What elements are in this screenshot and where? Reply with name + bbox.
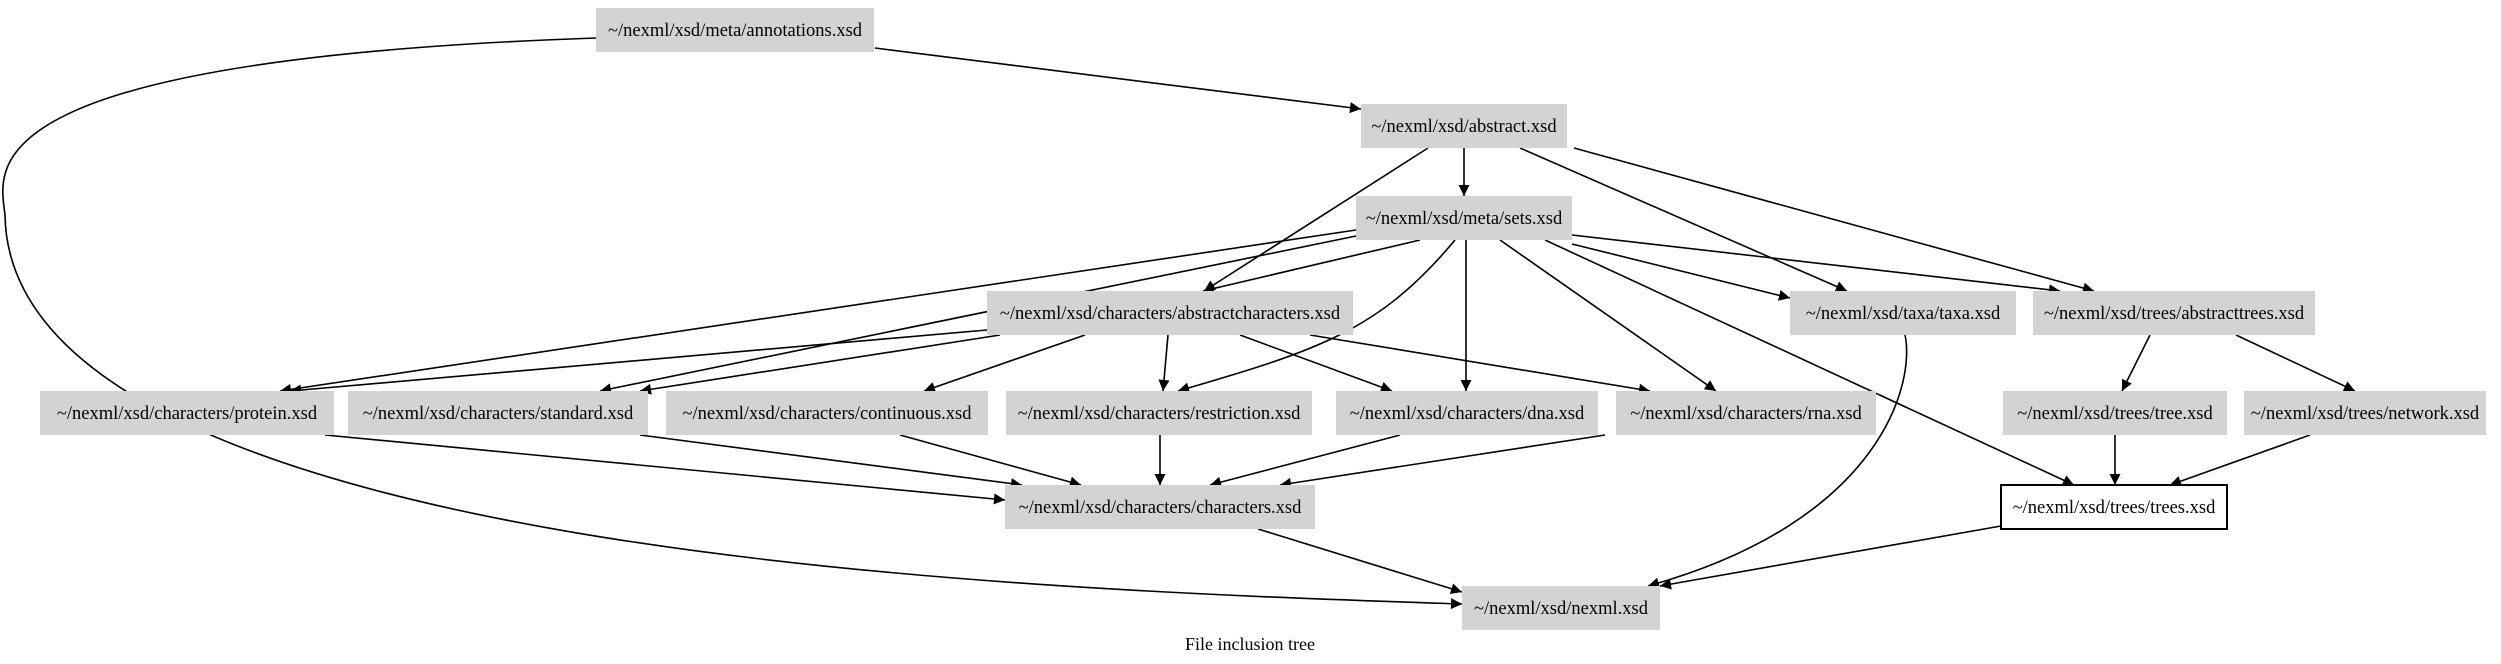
node-label-continuous: ~/nexml/xsd/characters/continuous.xsd <box>683 404 973 424</box>
node-box-nexml <box>1462 586 1660 630</box>
node-box-trees <box>2000 484 2228 530</box>
edge-trees-to-nexml <box>1659 525 2002 590</box>
node-box-continuous <box>666 391 988 435</box>
node-label-characters: ~/nexml/xsd/characters/characters.xsd <box>1019 498 1303 518</box>
node-rna: ~/nexml/xsd/characters/rna.xsd <box>1616 391 1876 435</box>
edge-continuous-to-characters <box>899 434 1082 488</box>
node-box-rna <box>1616 391 1876 435</box>
node-label-trees: ~/nexml/xsd/trees/trees.xsd <box>2013 498 2216 518</box>
node-standard: ~/nexml/xsd/characters/standard.xsd <box>348 391 648 435</box>
node-abstract: ~/nexml/xsd/abstract.xsd <box>1361 104 1567 148</box>
edge-rna-to-characters <box>1279 434 1606 489</box>
edge-abstract-to-taxa <box>1519 147 1848 292</box>
edge-sets-to-taxa <box>1571 243 1791 301</box>
node-network: ~/nexml/xsd/trees/network.xsd <box>2244 391 2486 435</box>
edge-sets-to-rna <box>1499 239 1717 392</box>
edge-abstractcharacters-to-standard <box>639 334 1001 395</box>
edge-sets-to-standard <box>599 235 1357 395</box>
node-tree: ~/nexml/xsd/trees/tree.xsd <box>2003 391 2227 435</box>
edge-sets-to-trees <box>1544 239 2075 486</box>
node-label-abstracttrees: ~/nexml/xsd/trees/abstracttrees.xsd <box>2044 304 2305 324</box>
edge-abstractcharacters-to-rna <box>1309 334 1651 395</box>
node-box-sets <box>1356 196 1572 240</box>
node-box-network <box>2244 391 2486 435</box>
edge-annotations-to-nexml <box>1 37 1463 610</box>
edge-taxa-to-nexml <box>1647 334 1908 589</box>
node-label-rna: ~/nexml/xsd/characters/rna.xsd <box>1630 404 1862 424</box>
edge-characters-to-nexml <box>1257 528 1463 595</box>
node-box-dna <box>1336 391 1598 435</box>
edge-abstractcharacters-to-protein <box>289 329 988 396</box>
node-abstracttrees: ~/nexml/xsd/trees/abstracttrees.xsd <box>2033 291 2315 335</box>
node-protein: ~/nexml/xsd/characters/protein.xsd <box>40 391 334 435</box>
node-restriction: ~/nexml/xsd/characters/restriction.xsd <box>1006 391 1312 435</box>
node-abstractcharacters: ~/nexml/xsd/characters/abstractcharacter… <box>987 291 1353 335</box>
node-characters: ~/nexml/xsd/characters/characters.xsd <box>1005 485 1315 529</box>
edge-abstract-to-abstractcharacters <box>1203 147 1429 292</box>
edge-abstract-to-abstracttrees <box>1573 147 2095 294</box>
node-taxa: ~/nexml/xsd/taxa/taxa.xsd <box>1790 291 2016 335</box>
node-label-abstract: ~/nexml/xsd/abstract.xsd <box>1371 117 1557 137</box>
node-box-restriction <box>1006 391 1312 435</box>
node-annotations: ~/nexml/xsd/meta/annotations.xsd <box>596 8 874 52</box>
nodes-layer: ~/nexml/xsd/meta/annotations.xsd ~/nexml/… <box>40 8 2486 630</box>
figure-caption: File inclusion tree <box>1185 634 1315 654</box>
edge-sets-to-abstractcharacters <box>1202 239 1421 294</box>
node-box-tree <box>2003 391 2227 435</box>
edges-layer <box>1 37 2356 610</box>
node-label-network: ~/nexml/xsd/trees/network.xsd <box>2251 404 2480 424</box>
node-label-nexml: ~/nexml/xsd/nexml.xsd <box>1474 599 1649 619</box>
node-label-restriction: ~/nexml/xsd/characters/restriction.xsd <box>1018 404 1302 424</box>
node-box-standard <box>348 391 648 435</box>
edge-network-to-trees <box>2169 434 2311 487</box>
edge-abstracttrees-to-network <box>2235 334 2356 392</box>
node-continuous: ~/nexml/xsd/characters/continuous.xsd <box>666 391 988 435</box>
edge-standard-to-characters <box>639 434 1023 490</box>
node-box-abstractcharacters <box>987 291 1353 335</box>
node-label-dna: ~/nexml/xsd/characters/dna.xsd <box>1350 404 1585 424</box>
edge-annotations-to-abstract <box>874 47 1362 114</box>
edge-abstracttrees-to-tree <box>2121 334 2151 392</box>
node-trees: ~/nexml/xsd/trees/trees.xsd <box>2000 484 2228 530</box>
node-label-taxa: ~/nexml/xsd/taxa/taxa.xsd <box>1806 304 2001 324</box>
node-nexml: ~/nexml/xsd/nexml.xsd <box>1462 586 1660 630</box>
node-label-protein: ~/nexml/xsd/characters/protein.xsd <box>57 404 318 424</box>
node-box-annotations <box>596 8 874 52</box>
node-dna: ~/nexml/xsd/characters/dna.xsd <box>1336 391 1598 435</box>
node-label-tree: ~/nexml/xsd/trees/tree.xsd <box>2017 404 2213 424</box>
node-box-abstract <box>1361 104 1567 148</box>
node-box-protein <box>40 391 334 435</box>
node-box-abstracttrees <box>2033 291 2315 335</box>
edge-abstractcharacters-to-restriction <box>1158 334 1170 392</box>
node-label-abstractcharacters: ~/nexml/xsd/characters/abstractcharacter… <box>1000 304 1341 324</box>
edge-abstractcharacters-to-continuous <box>923 334 1086 393</box>
edge-dna-to-characters <box>1209 434 1401 488</box>
node-label-standard: ~/nexml/xsd/characters/standard.xsd <box>363 404 634 424</box>
edge-sets-to-protein <box>279 229 1357 395</box>
node-box-taxa <box>1790 291 2016 335</box>
edge-abstractcharacters-to-dna <box>1239 334 1393 393</box>
edge-sets-to-abstracttrees <box>1571 234 2061 296</box>
node-label-annotations: ~/nexml/xsd/meta/annotations.xsd <box>608 21 863 41</box>
node-sets: ~/nexml/xsd/meta/sets.xsd <box>1356 196 1572 240</box>
node-label-sets: ~/nexml/xsd/meta/sets.xsd <box>1366 209 1563 229</box>
node-box-characters <box>1005 485 1315 529</box>
edge-protein-to-characters <box>324 434 1006 505</box>
